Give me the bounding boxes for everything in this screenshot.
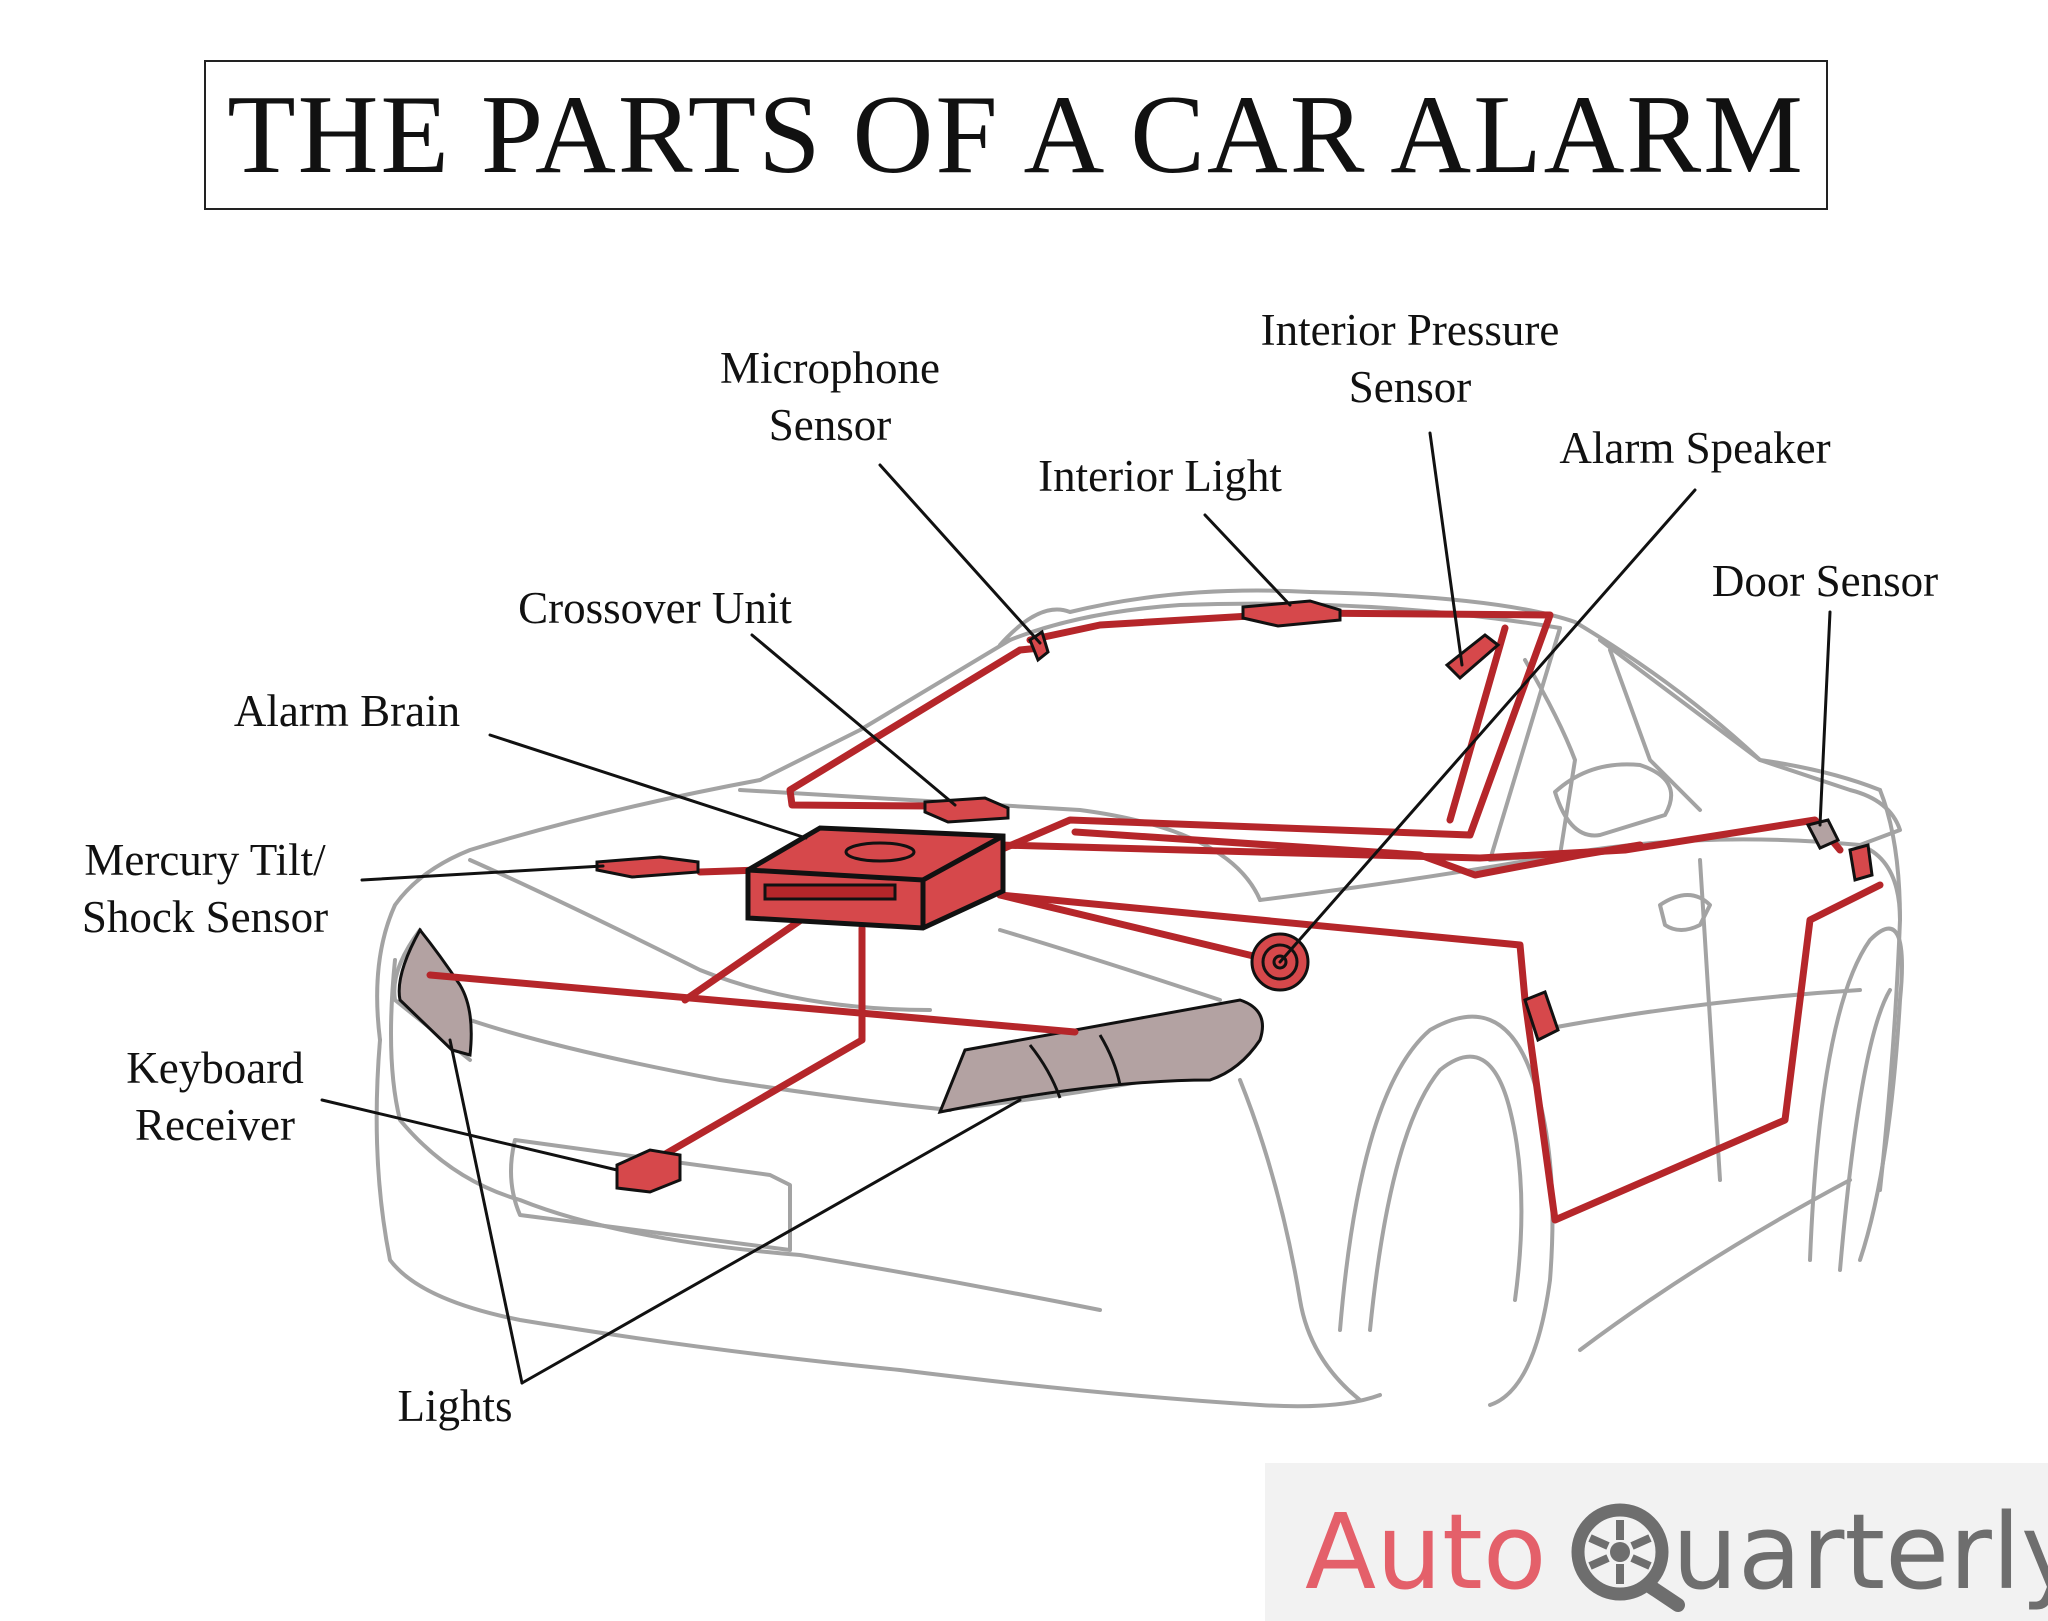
wiring [426, 609, 1884, 1224]
label-crossover-unit: Crossover Unit [518, 583, 792, 633]
label-alarm-speaker: Alarm Speaker [1559, 423, 1831, 473]
label-mercury-tilt: Mercury Tilt/Shock Sensor [81, 835, 329, 942]
wire-roof-left [1026, 609, 1304, 644]
pressure-sensor-part [1444, 633, 1501, 681]
interior-light-part [1241, 599, 1342, 628]
door-latch-rear [1848, 843, 1874, 882]
leader-alarm-brain [488, 733, 808, 840]
license-plate [509, 1138, 792, 1252]
alarm-brain-vent [763, 883, 897, 901]
hood-crease-right [998, 928, 1222, 1002]
bumper-top [389, 958, 1102, 1312]
front-wheel-inner [1368, 1054, 1524, 1332]
leader-interior-light [1203, 513, 1292, 607]
wire-keyboard [651, 924, 866, 1164]
leader-speaker [1278, 488, 1697, 964]
side-mirror [1553, 762, 1674, 838]
label-alarm-brain: Alarm Brain [233, 686, 461, 736]
front-wheel-arch [1338, 1014, 1555, 1407]
leader-lines [320, 431, 1832, 1385]
alarm-brain-dial [844, 841, 916, 863]
leader-lights-left [448, 1038, 524, 1385]
rear-wheel-inner [1838, 988, 1892, 1272]
alarm-brain-edges [747, 833, 1005, 928]
headlights [397, 927, 1264, 1115]
front-fender-edge [1238, 1078, 1362, 1402]
logo-auto: Auto [1305, 1491, 1546, 1613]
label-door-sensor: Door Sensor [1711, 556, 1939, 606]
a-pillar [1488, 626, 1562, 862]
crossover-unit-part [923, 796, 1010, 824]
b-pillar [1608, 648, 1702, 812]
wire-belt [1071, 828, 1644, 879]
bumper-bottom [374, 1038, 1382, 1409]
logo-quarterly: uarterly [1672, 1491, 2048, 1613]
rear-edge [1878, 788, 1902, 1192]
label-interior-light: Interior Light [1038, 451, 1282, 501]
leader-tilt [360, 864, 605, 882]
door-gap [1698, 858, 1722, 1182]
hood-top [738, 788, 1262, 902]
leader-crossover [750, 633, 957, 807]
hood-left-edge [375, 778, 762, 1042]
leader-pressure [1428, 431, 1464, 667]
tilt-sensor-part [595, 855, 700, 879]
leader-microphone [878, 463, 1042, 645]
headlight-right-detail [1028, 1034, 1122, 1099]
title-box: THE PARTS OF A CAR ALARM [204, 60, 1828, 210]
rocker-line [1578, 1178, 1852, 1352]
logo-wheel-icon [1571, 1503, 1685, 1612]
side-window-upper [1598, 638, 1902, 847]
headlight-left [397, 927, 473, 1057]
wire-mic [786, 644, 1044, 810]
car-outline [374, 588, 1904, 1409]
wire-front-cross [426, 971, 1079, 1036]
wire-roof-loop [996, 609, 1554, 854]
side-window-front [1488, 658, 1577, 862]
door-crease [1538, 988, 1862, 1032]
windshield-left [758, 638, 1012, 782]
door-handle [1658, 893, 1712, 932]
door-latch-front [1523, 990, 1560, 1043]
leader-door-sensor [1818, 610, 1832, 827]
keyboard-receiver-part [615, 1148, 682, 1194]
leader-lights-right [520, 1098, 1022, 1385]
wire-pressure [1446, 624, 1509, 824]
grille-line [468, 1018, 952, 1112]
page-title: THE PARTS OF A CAR ALARM [227, 72, 1805, 197]
wire-speaker [996, 891, 1274, 964]
hood-crease-left [468, 858, 932, 1012]
label-lights: Lights [397, 1381, 513, 1431]
wire-side-loop [996, 881, 1884, 1224]
headlight-right [937, 998, 1264, 1115]
